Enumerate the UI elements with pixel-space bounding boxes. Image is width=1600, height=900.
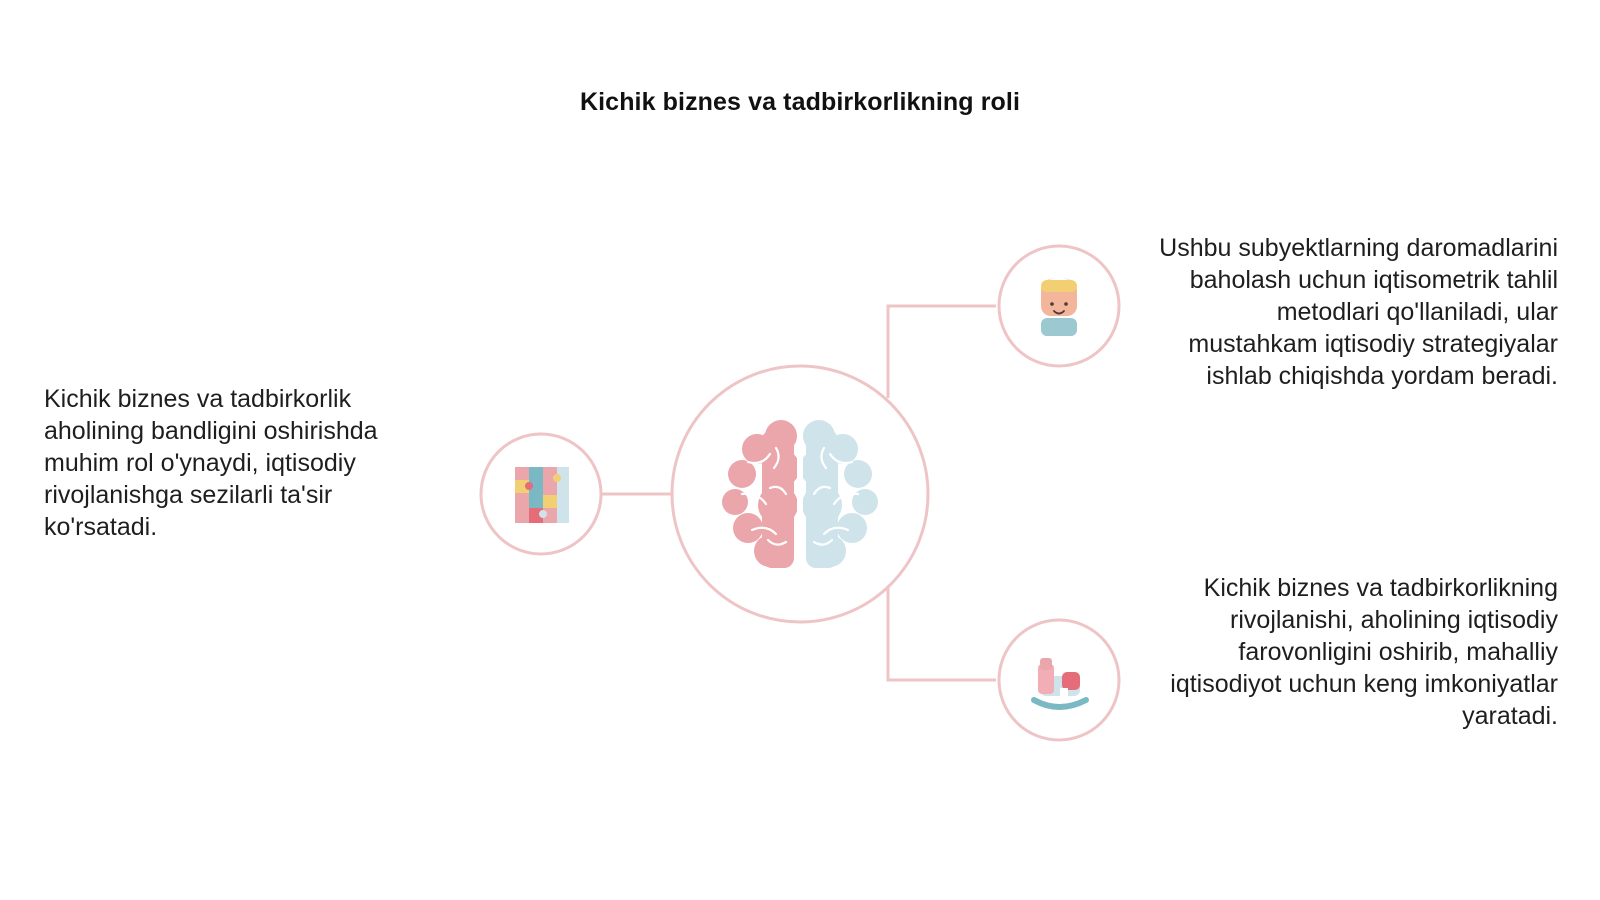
connector-lines — [601, 304, 996, 682]
bottom-right-description: Kichik biznes va tadbirkorlikning rivojl… — [1170, 574, 1558, 730]
child-face-icon — [1041, 278, 1077, 336]
connector-bottom-right — [886, 588, 996, 682]
rocking-horse-icon — [1031, 658, 1089, 710]
top-right-description: Ushbu subyektlarning daromadlarini bahol… — [1159, 234, 1558, 390]
brain-icon — [722, 420, 878, 572]
diagram-title: Kichik biznes va tadbirkorlikning roli — [579, 88, 1020, 116]
puzzle-icon — [515, 467, 569, 523]
connector-top-right — [886, 304, 996, 398]
left-description: Kichik biznes va tadbirkorlik aholining … — [44, 385, 378, 541]
